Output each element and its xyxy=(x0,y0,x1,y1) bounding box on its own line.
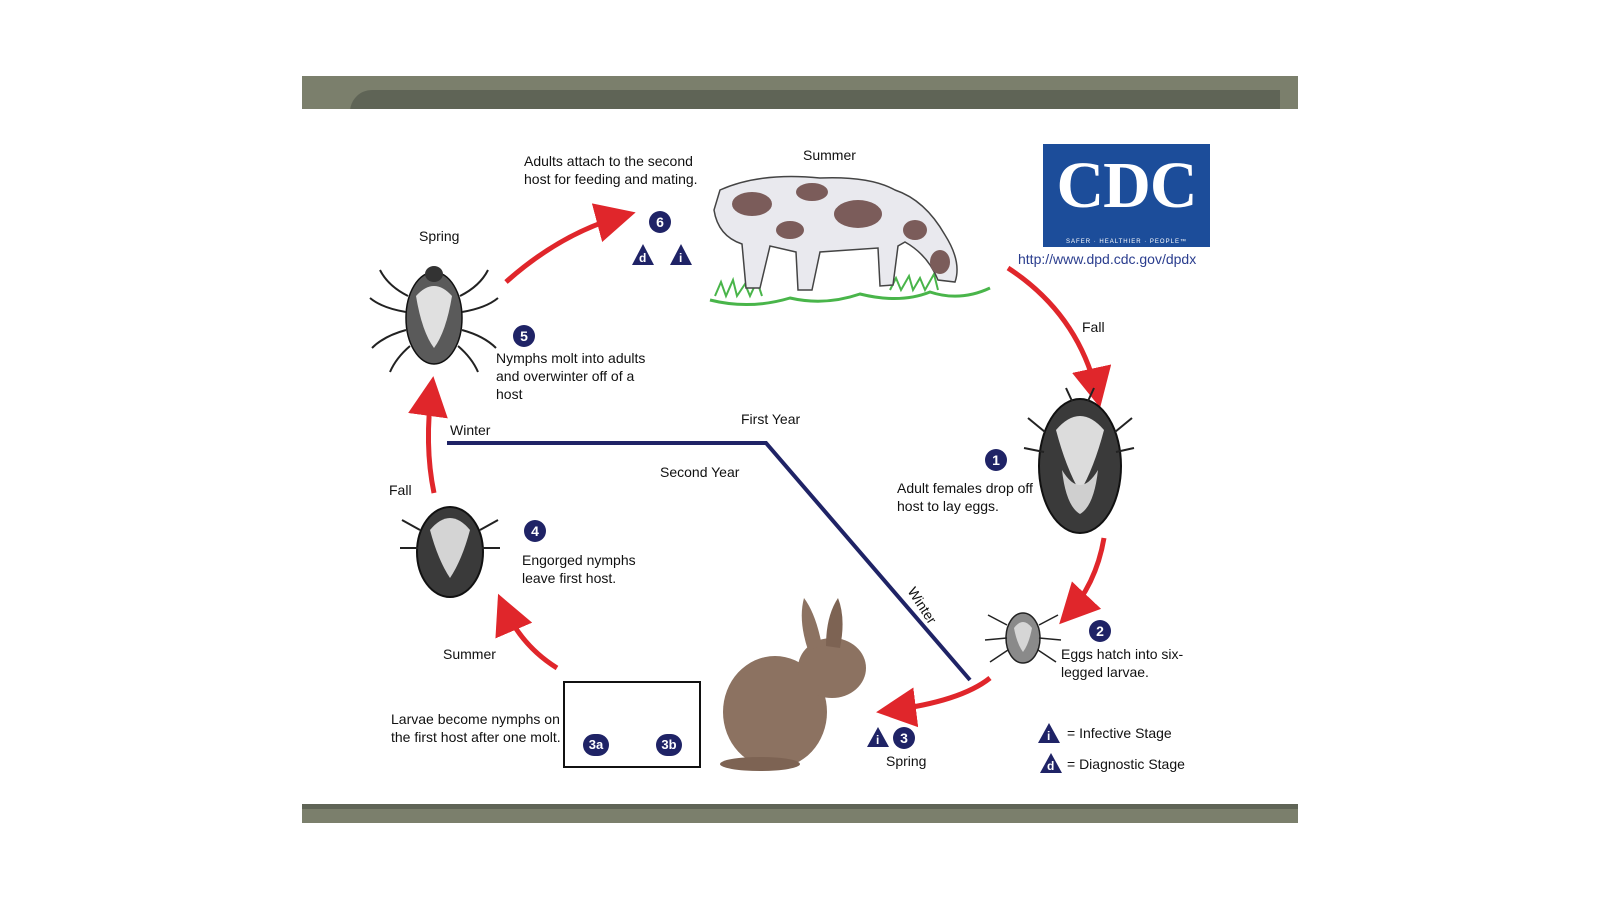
legend-infective-triangle xyxy=(1038,723,1060,743)
step-4-badge: 4 xyxy=(524,520,546,542)
year-timeline xyxy=(447,441,972,682)
legend-mark-i: i xyxy=(1047,729,1051,743)
arrow-cow-to-adult xyxy=(1006,265,1112,408)
season-fall-right: Fall xyxy=(1082,319,1105,335)
adult-tick xyxy=(369,266,499,373)
step-3-badge: 3 xyxy=(893,727,915,749)
step-1-text: Adult females drop off host to lay eggs. xyxy=(897,480,1033,514)
cow-illustration xyxy=(709,175,991,306)
arrow-adult-to-cow xyxy=(504,203,636,284)
rabbit-illustration xyxy=(720,598,866,771)
source-url[interactable]: http://www.dpd.cdc.gov/dpdx xyxy=(1018,251,1197,267)
step-2-badge: 2 xyxy=(1089,620,1111,642)
step-6-badge: 6 xyxy=(649,211,671,233)
season-winter: Winter xyxy=(450,422,491,438)
season-spring-left: Spring xyxy=(419,228,460,244)
step-2-text: Eggs hatch into six-legged larvae. xyxy=(1061,646,1184,680)
legend-diagnostic-triangle xyxy=(1040,753,1062,773)
arrow-adult-to-larvae xyxy=(1059,537,1107,625)
step-3b-badge: 3b xyxy=(656,734,682,756)
molt-box xyxy=(563,681,701,768)
arrow-rabbit-to-nymph xyxy=(495,593,559,671)
header-bar xyxy=(302,76,1298,109)
step-3-text: Larvae become nymphs on the first host a… xyxy=(391,711,561,745)
infective-triangle-step6 xyxy=(670,244,692,265)
step-3a-badge: 3a xyxy=(583,734,609,756)
stage-mark-i-step6: i xyxy=(679,251,683,265)
cdc-logo-tagline: SAFER · HEALTHIER · PEOPLE™ xyxy=(1066,239,1187,245)
step-1-badge: 1 xyxy=(985,449,1007,471)
season-fall-left: Fall xyxy=(389,482,412,498)
arrow-nymph-to-adult xyxy=(408,376,448,494)
step-5-badge: 5 xyxy=(513,325,535,347)
second-year-label: Second Year xyxy=(660,464,740,480)
footer-bar xyxy=(302,804,1298,823)
larva-tick xyxy=(984,612,1062,664)
step-4-text: Engorged nymphs leave first host. xyxy=(522,552,636,586)
engorged-nymph-tick xyxy=(400,506,500,598)
stage-mark-i-step3: i xyxy=(876,733,880,747)
infective-triangle-step3 xyxy=(867,727,889,747)
season-summer-bottom: Summer xyxy=(443,646,496,662)
season-spring-bottom: Spring xyxy=(886,753,927,769)
cdc-logo-letters: CDC xyxy=(1056,149,1198,222)
engorged-female-tick xyxy=(1023,387,1135,534)
legend-diagnostic: = Diagnostic Stage xyxy=(1067,756,1185,772)
step-5-text: Nymphs molt into adults and overwinter o… xyxy=(496,350,646,402)
stage-mark-d-step6: d xyxy=(639,251,647,265)
arrow-larvae-to-rabbit xyxy=(876,676,992,728)
cdc-logo: CDC SAFER · HEALTHIER · PEOPLE™ xyxy=(1043,144,1210,247)
step-6-text: Adults attach to the second host for fee… xyxy=(524,153,698,187)
legend-mark-d: d xyxy=(1047,759,1055,773)
first-year-label: First Year xyxy=(741,411,801,427)
season-summer-top: Summer xyxy=(803,147,856,163)
legend-infective: = Infective Stage xyxy=(1067,725,1172,741)
diagnostic-triangle-step6 xyxy=(632,244,654,265)
